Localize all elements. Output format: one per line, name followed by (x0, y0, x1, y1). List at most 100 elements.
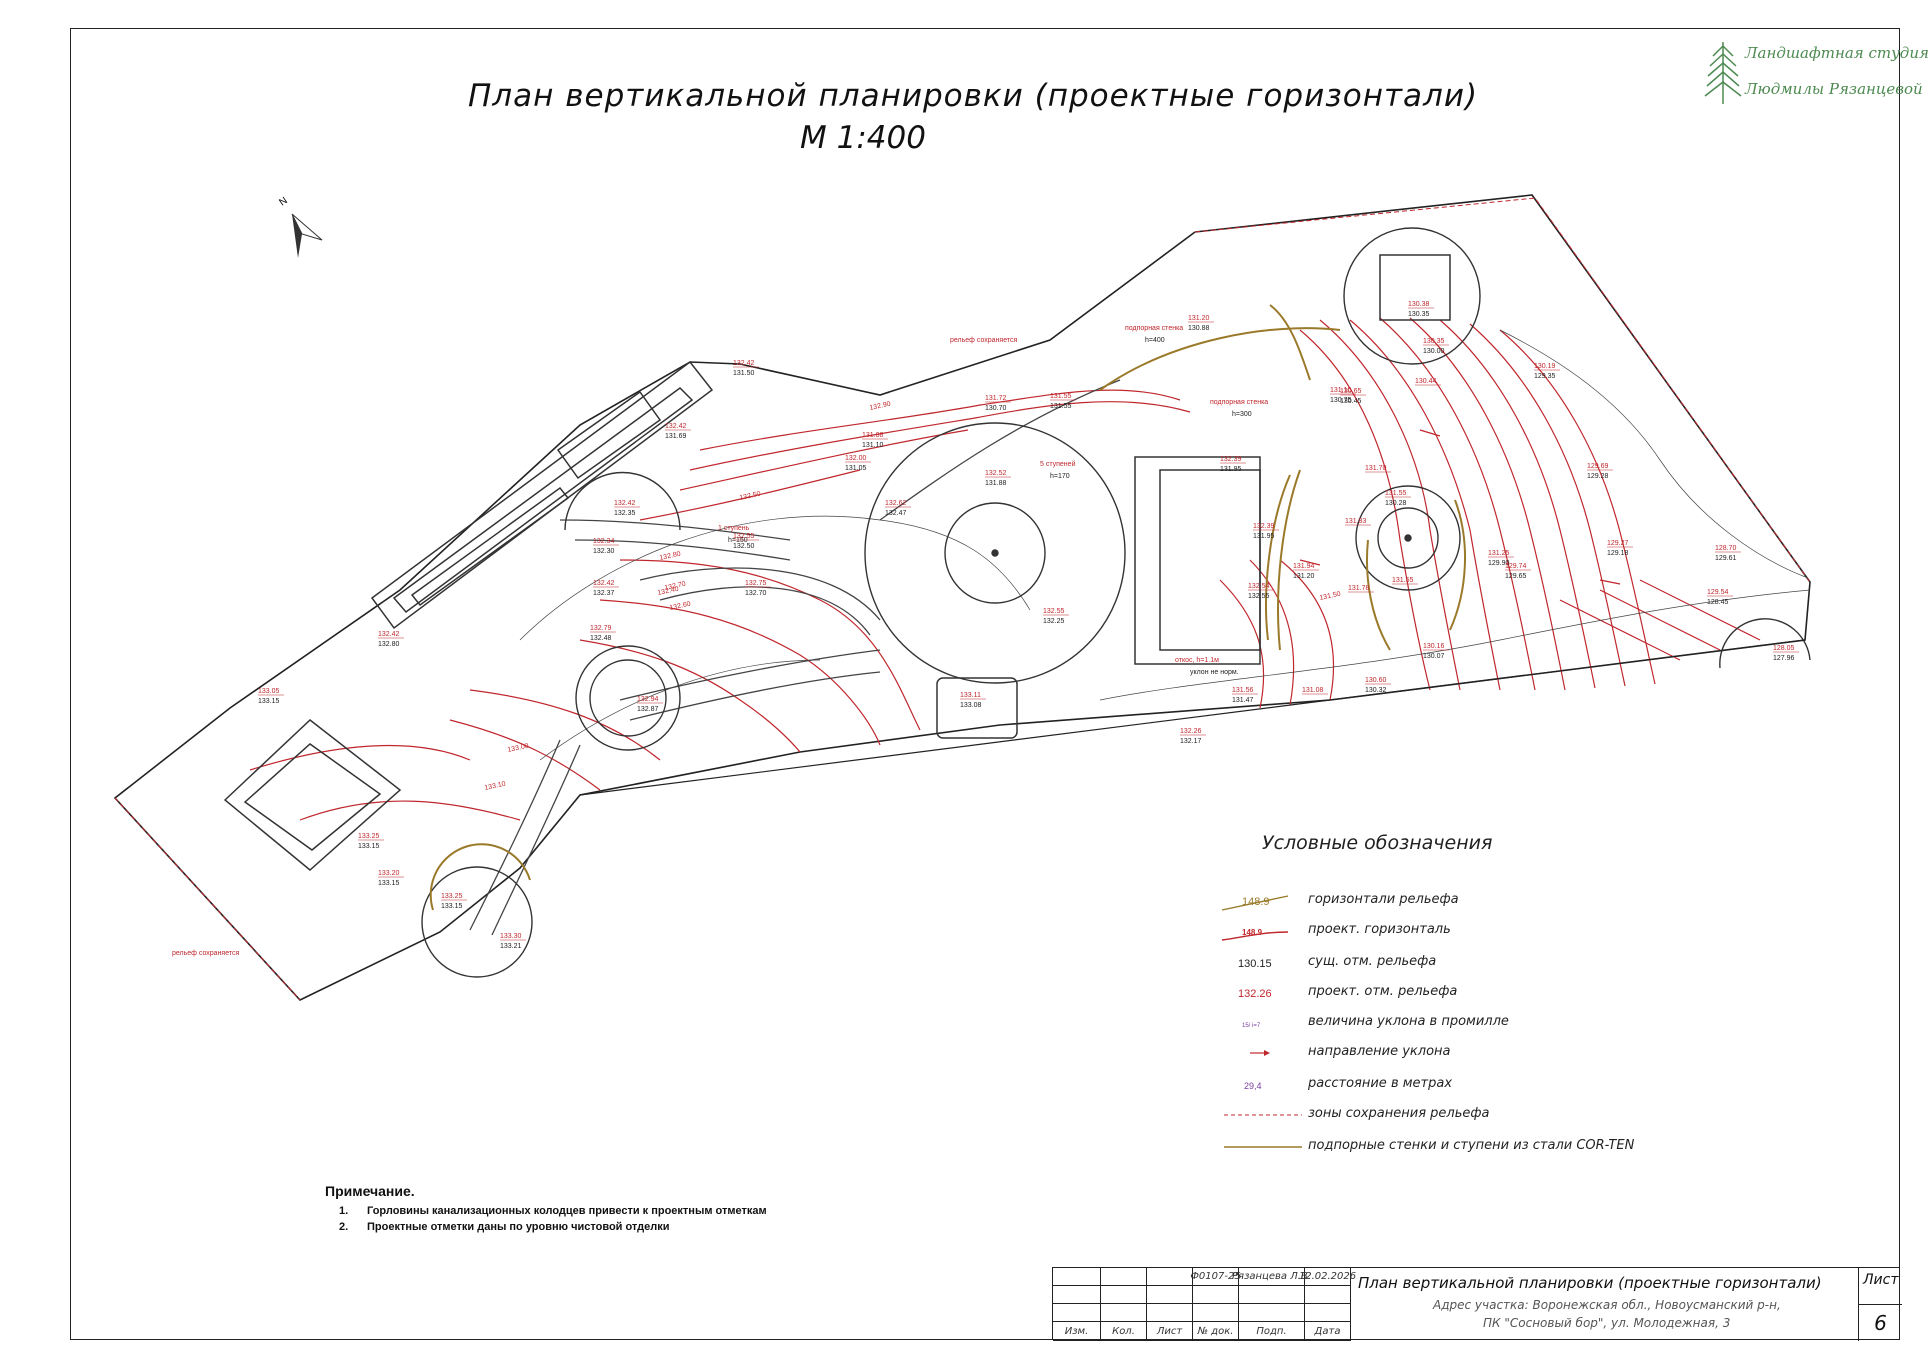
stamp-code: Ф0107-25 (1190, 1268, 1241, 1286)
project-elevation: 132.00 (845, 455, 867, 462)
existing-elevation: 130.88 (1188, 325, 1210, 332)
note-item: 2. Проектные отметки даны по уровню чист… (339, 1221, 767, 1233)
structures (223, 254, 1451, 871)
stamp-cell (1053, 1286, 1101, 1304)
project-elevation: 132.42 (665, 423, 687, 430)
project-elevation: 129.69 (1587, 463, 1609, 470)
contour-label: 131.50 (1319, 591, 1342, 602)
project-contours (249, 317, 1761, 821)
legend-item: подпорные стенки и ступени из стали COR-… (1220, 1134, 1860, 1160)
stamp-cell (1147, 1286, 1193, 1304)
project-elevation: 128.70 (1715, 545, 1737, 552)
stamp-header: Изм. (1053, 1322, 1101, 1341)
elevation-mark: 131.78 (1348, 585, 1374, 593)
stamp-cell (1193, 1304, 1239, 1322)
note-text: Горловины канализационных колодцев приве… (367, 1205, 767, 1217)
logo-line-2: Людмилы Рязанцевой (1745, 80, 1923, 98)
existing-elevation: 132.80 (378, 641, 400, 648)
sheet-label: Лист (1863, 1272, 1899, 1288)
project-elevation: 129.74 (1505, 563, 1527, 570)
existing-elevation: 132.47 (885, 510, 907, 517)
existing-elevation: 132.50 (733, 543, 755, 550)
project-elevation: 132.39 (1253, 523, 1275, 530)
stamp-cell (1305, 1286, 1351, 1304)
existing-elevation: 129.61 (1715, 555, 1737, 562)
project-elevation: 131.55 (1050, 393, 1072, 400)
legend-title: Условные обозначения (1262, 832, 1493, 854)
elevation-mark: 131.08 (1302, 687, 1328, 695)
project-elevation: 132.54 (1248, 583, 1270, 590)
drawing-title: План вертикальной планировки (проектные … (468, 78, 1479, 114)
contour-label: 133.00 (507, 743, 530, 754)
label-slope-2: уклон не норм. (1190, 669, 1239, 676)
existing-elevation: 132.17 (1180, 738, 1202, 745)
sheet-box: Лист 6 (1858, 1268, 1902, 1341)
legend-symbol: 29,4 (1244, 1081, 1262, 1091)
label-slope: откос, h=1.1м (1175, 657, 1219, 664)
title-block: Ф0107-25 Рязанцева Л.В. 12.02.2026 Изм. … (1052, 1267, 1902, 1341)
existing-elevation: 130.32 (1365, 687, 1387, 694)
legend-symbol (1224, 1146, 1302, 1148)
existing-elevation: 132.87 (637, 706, 659, 713)
project-elevation: 132.34 (593, 538, 615, 545)
stamp-cell (1147, 1268, 1193, 1286)
contour-label: 132.40 (657, 586, 680, 597)
existing-elevation: 130.35 (1408, 311, 1430, 318)
legend-label: сущ. отм. рельефа (1308, 954, 1437, 969)
project-elevation: 132.62 (885, 500, 907, 507)
existing-elevation: 131.95 (1253, 533, 1275, 540)
legend-label: горизонтали рельефа (1308, 892, 1459, 907)
existing-elevation: 133.15 (378, 880, 400, 887)
project-elevation: 133.20 (378, 870, 400, 877)
project-elevation: 133.05 (258, 688, 280, 695)
contour-label: 132.90 (869, 401, 892, 412)
stamp-title: План вертикальной планировки (проектные … (1358, 1274, 1822, 1292)
existing-elevation: 130.70 (985, 405, 1007, 412)
label-retaining-wall-2-h: h=300 (1232, 411, 1252, 418)
project-elevation: 131.94 (1293, 563, 1315, 570)
existing-elevation: 133.08 (960, 702, 982, 709)
project-elevation: 133.30 (500, 933, 522, 940)
project-elevation: 131.70 (1365, 465, 1387, 472)
elevation-mark: 128.70 129.61 (1715, 545, 1741, 562)
project-elevation: 132.42 (614, 500, 636, 507)
existing-elevation: 133.21 (500, 943, 522, 950)
project-elevation: 132.42 (593, 580, 615, 587)
project-elevation: 130.44 (1415, 378, 1437, 385)
label-retaining-wall-1: подпорная стенка (1125, 325, 1183, 332)
stamp-author: Рязанцева Л.В. (1232, 1268, 1311, 1286)
contour-label: 132.80 (659, 551, 682, 562)
existing-elevation: 132.48 (590, 635, 612, 642)
drawing-scale: М 1:400 (800, 120, 926, 156)
note-number: 2. (339, 1221, 349, 1233)
contour-labels: 132.90132.50132.80132.70132.60133.00133.… (484, 401, 1342, 792)
project-elevation: 132.75 (745, 580, 767, 587)
stamp-cell (1101, 1286, 1147, 1304)
project-elevation: 131.56 (1232, 687, 1254, 694)
elevation-mark: 130.44 (1415, 378, 1441, 386)
existing-elevation: 131.50 (733, 370, 755, 377)
plot-boundary (113, 194, 1811, 1001)
elevation-mark: 132.62 132.47 (885, 500, 911, 517)
project-elevation: 131.83 (1345, 518, 1367, 525)
stamp-address-1: Адрес участка: Воронежская обл., Новоусм… (1433, 1298, 1781, 1312)
existing-elevation: 130.07 (1423, 653, 1445, 660)
project-elevation: 133.11 (960, 692, 981, 699)
